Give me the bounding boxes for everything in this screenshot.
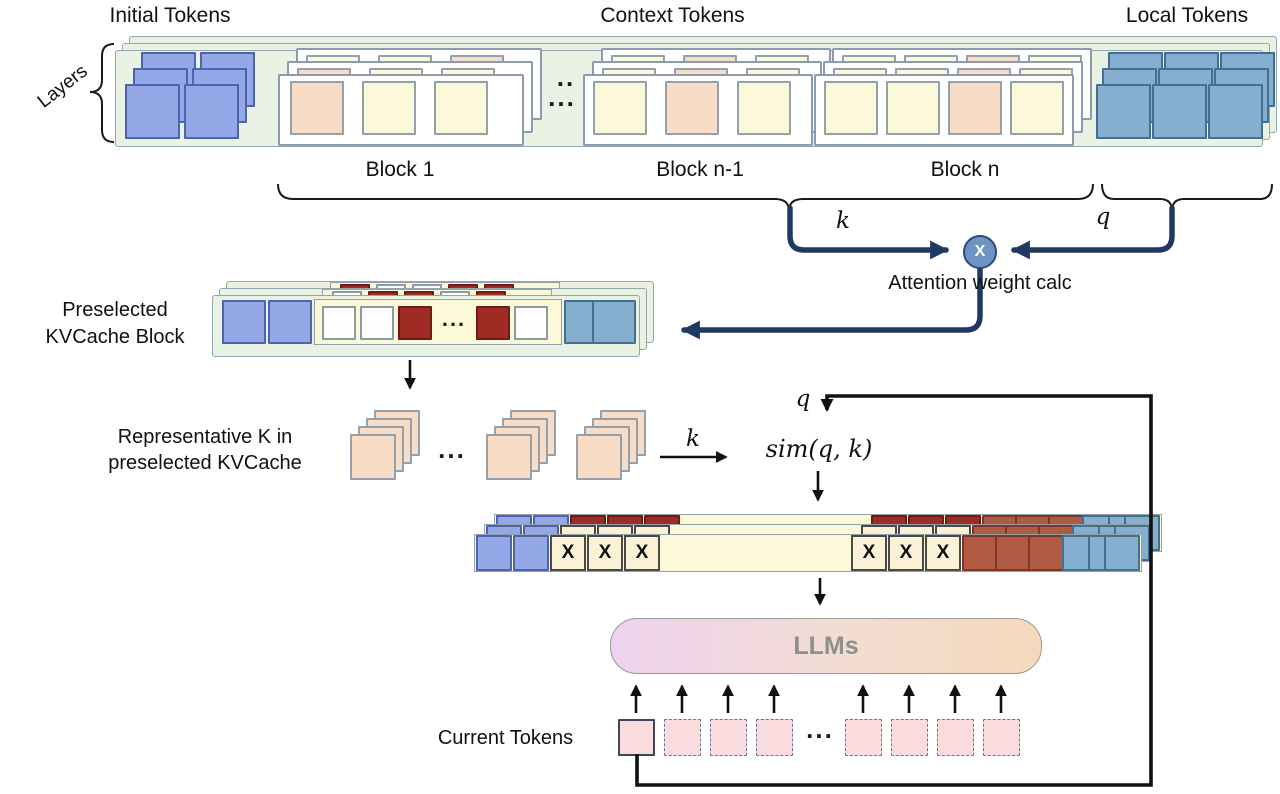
selection-token-square xyxy=(476,535,512,571)
sim-function-label: sim(q, k) xyxy=(765,435,873,463)
current-token-square xyxy=(983,719,1020,756)
current-token-square xyxy=(891,719,928,756)
preselected-token-square xyxy=(268,300,312,344)
k-to-multiply-arrow xyxy=(787,205,949,260)
initial-tokens-label: Initial Tokens xyxy=(109,4,231,27)
block-n1-label: Block n-1 xyxy=(656,158,744,181)
context-brace xyxy=(277,183,1094,212)
preselected-token-square xyxy=(222,300,266,344)
q-arrow-label: q xyxy=(1095,204,1111,230)
context-token-square xyxy=(665,81,719,135)
selection-token-square xyxy=(962,535,998,571)
context-token-square xyxy=(737,81,791,135)
layers-brace xyxy=(89,43,115,143)
representative-k-square xyxy=(576,434,622,480)
k-arrow-label: k xyxy=(836,208,850,234)
selection-evicted-square: X xyxy=(925,535,961,571)
context-token-square xyxy=(290,81,344,135)
preselected-token-square xyxy=(398,306,432,340)
block-n-label: Block n xyxy=(930,158,1000,181)
representative-ellipsis: ... xyxy=(438,434,466,464)
preselected-token-square xyxy=(514,306,548,340)
current-token-square xyxy=(664,719,701,756)
preselected-label-line2: KVCache Block xyxy=(45,326,185,348)
context-token-square xyxy=(434,81,488,135)
selection-evicted-square: X xyxy=(587,535,623,571)
preselected-token-square xyxy=(592,300,636,344)
selection-evicted-square: X xyxy=(624,535,660,571)
selection-token-square xyxy=(513,535,549,571)
current-ellipsis: ... xyxy=(806,714,834,744)
preselected-label-line1: Preselected xyxy=(62,299,168,321)
multiply-circle: X xyxy=(963,235,997,269)
local-token-square xyxy=(1152,84,1207,139)
preselected-token-square xyxy=(322,306,356,340)
context-token-square xyxy=(824,81,878,135)
current-token-square xyxy=(618,719,655,756)
local-token-square xyxy=(1096,84,1151,139)
preselected-ellipsis: ... xyxy=(441,306,467,331)
local-tokens-label: Local Tokens xyxy=(1125,4,1249,27)
layers-label: Layers xyxy=(33,60,92,113)
current-token-square xyxy=(845,719,882,756)
attention-weight-caption: Attention weight calc xyxy=(888,272,1072,294)
context-token-square xyxy=(886,81,940,135)
representative-label-line2: preselected KVCache xyxy=(108,452,302,474)
selection-evicted-square: X xyxy=(851,535,887,571)
selection-token-square xyxy=(1028,535,1064,571)
preselected-token-square xyxy=(360,306,394,340)
current-token-square xyxy=(710,719,747,756)
initial-token-square xyxy=(125,84,180,139)
selection-token-square xyxy=(995,535,1031,571)
llm-pill: LLMs xyxy=(610,618,1042,674)
selection-evicted-square: X xyxy=(888,535,924,571)
initial-token-square xyxy=(184,84,239,139)
current-token-square xyxy=(756,719,793,756)
current-token-square xyxy=(937,719,974,756)
preselected-token-square xyxy=(476,306,510,340)
context-ellipsis-bottom: ... xyxy=(548,82,576,112)
sim-q-label: q xyxy=(795,386,811,412)
representative-k-square xyxy=(350,434,396,480)
context-token-square xyxy=(593,81,647,135)
context-token-square xyxy=(1010,81,1064,135)
context-token-square xyxy=(948,81,1002,135)
context-tokens-label: Context Tokens xyxy=(600,4,745,27)
context-ellipsis-top: .. xyxy=(556,62,576,92)
sim-k-label: k xyxy=(686,426,700,452)
block-1-label: Block 1 xyxy=(365,158,435,181)
representative-k-square xyxy=(486,434,532,480)
context-token-square xyxy=(362,81,416,135)
representative-label-line1: Representative K in xyxy=(117,426,293,448)
local-token-square xyxy=(1208,84,1263,139)
local-brace xyxy=(1101,183,1273,212)
selection-token-square xyxy=(1104,535,1140,571)
current-tokens-label: Current Tokens xyxy=(437,727,574,749)
selection-evicted-square: X xyxy=(550,535,586,571)
